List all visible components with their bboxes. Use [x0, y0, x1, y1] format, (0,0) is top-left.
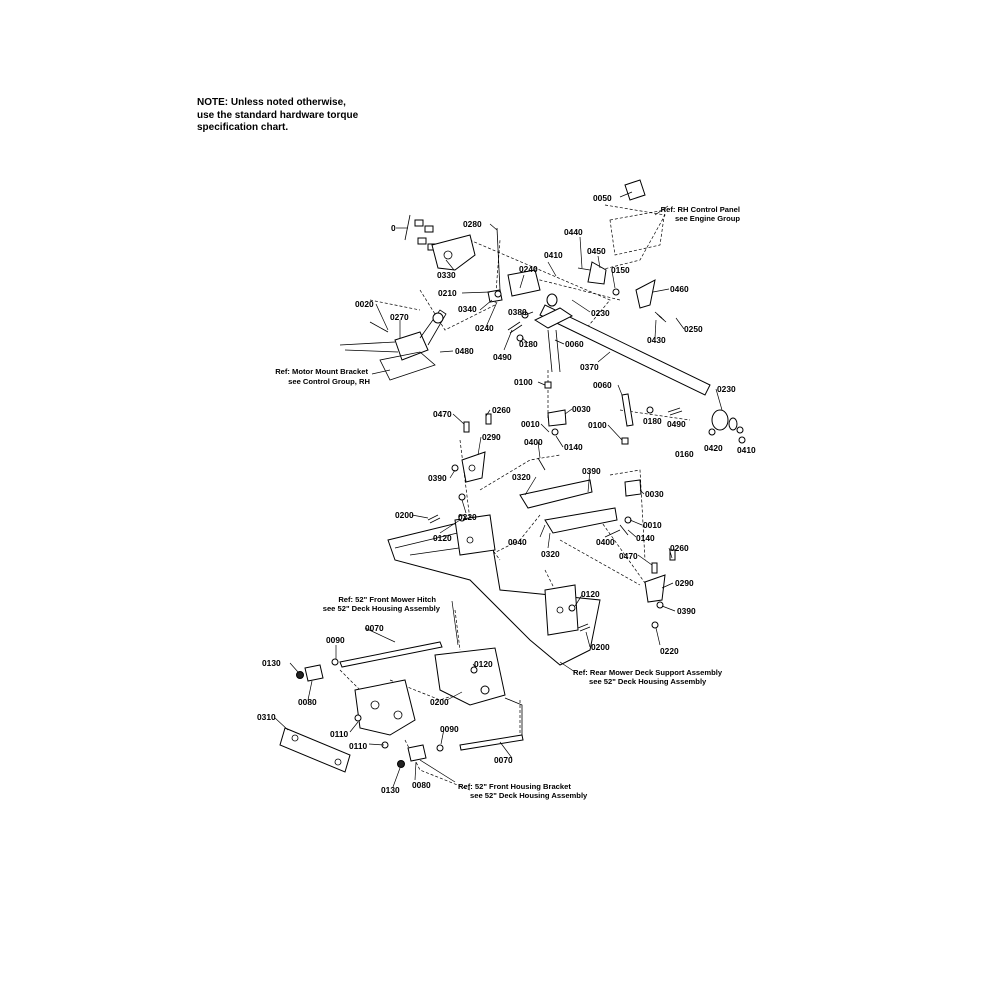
- part-label-0200-lower: 0200: [430, 697, 449, 707]
- lift-actuator-motor: [394, 331, 429, 361]
- part-label-0090-right: 0090: [440, 724, 459, 734]
- part-label-0400-top: 0400: [524, 437, 543, 447]
- part-label-0260-right: 0260: [670, 543, 689, 553]
- lift-link-upper: [519, 479, 593, 509]
- ref-rear-support-line2: see 52" Deck Housing Assembly: [589, 677, 707, 686]
- part-label-0050: 0050: [593, 193, 612, 203]
- part-label-0010-top: 0010: [521, 419, 540, 429]
- part-label-0140-top: 0140: [564, 442, 583, 452]
- part-label-0410-right: 0410: [737, 445, 756, 455]
- part-label-0180-left: 0180: [519, 339, 538, 349]
- part-label-0070-top: 0070: [365, 623, 384, 633]
- lift-link-lower: [544, 507, 618, 534]
- part-label-0230-left: 0230: [591, 308, 610, 318]
- part-label-0420: 0420: [704, 443, 723, 453]
- part-label-0470-right: 0470: [619, 551, 638, 561]
- part-label-0110-upper: 0110: [330, 729, 349, 739]
- part-label-0470-left: 0470: [433, 409, 452, 419]
- ref-front-bracket-line1: Ref: 52" Front Housing Bracket: [458, 782, 571, 791]
- part-label-0120-lower: 0120: [474, 659, 493, 669]
- part-label-0380: 0380: [508, 307, 527, 317]
- torque-note: NOTE: Unless noted otherwise, use the st…: [197, 97, 358, 135]
- part-label-0390-right: 0390: [677, 606, 696, 616]
- part-label-0120-mid: 0120: [581, 589, 600, 599]
- ref-motor-mount-line2: see Control Group, RH: [288, 377, 370, 386]
- cross-shaft: [539, 304, 711, 396]
- leader-lines: [274, 191, 723, 788]
- part-label-0250: 0250: [684, 324, 703, 334]
- ref-rh-control-panel-line2: see Engine Group: [675, 214, 740, 223]
- part-label-0060-left: 0060: [565, 339, 584, 349]
- part-label-0450: 0450: [587, 246, 606, 256]
- part-labels: 0050 0 0280 0440 0410 0450 0240 0150 033…: [257, 193, 756, 795]
- part-label-0430: 0430: [647, 335, 666, 345]
- part-label-0200-left: 0200: [395, 510, 414, 520]
- part-label-0180-right: 0180: [643, 416, 662, 426]
- part-label-0310: 0310: [257, 712, 276, 722]
- note-line-1: NOTE: Unless noted otherwise,: [197, 97, 346, 108]
- part-label-0200-mid: 0200: [591, 642, 610, 652]
- part-label-0260-left: 0260: [492, 405, 511, 415]
- part-label-0140-right: 0140: [636, 533, 655, 543]
- part-label-0480: 0480: [455, 346, 474, 356]
- ref-rh-control-panel-line1: Ref: RH Control Panel: [661, 205, 740, 214]
- part-label-0030-top: 0030: [572, 404, 591, 414]
- ref-front-hitch-line1: Ref: 52" Front Mower Hitch: [338, 595, 436, 604]
- part-label-0460: 0460: [670, 284, 689, 294]
- part-label-0270: 0270: [390, 312, 409, 322]
- part-label-0100-top: 0100: [514, 377, 533, 387]
- part-label-0340: 0340: [458, 304, 477, 314]
- part-label-0070-bottom: 0070: [494, 755, 513, 765]
- part-label-0230-right: 0230: [717, 384, 736, 394]
- part-label-0440: 0440: [564, 227, 583, 237]
- part-label-0120-upper: 0120: [433, 533, 452, 543]
- part-label-0160: 0160: [675, 449, 694, 459]
- note-line-3: specification chart.: [197, 122, 289, 133]
- part-label-0210: 0210: [438, 288, 457, 298]
- part-label-0220-left: 0220: [458, 512, 477, 522]
- part-label-0280: 0280: [463, 219, 482, 229]
- front-housing-bracket: [354, 679, 416, 736]
- part-label-0290-left: 0290: [482, 432, 501, 442]
- part-label-0330: 0330: [437, 270, 456, 280]
- part-label-0390-top: 0390: [582, 466, 601, 476]
- part-label-0490-left: 0490: [493, 352, 512, 362]
- part-label-0110-lower: 0110: [349, 741, 368, 751]
- part-label-0090-left: 0090: [326, 635, 345, 645]
- part-label-0010-right: 0010: [643, 520, 662, 530]
- pedal-cap: [624, 179, 646, 201]
- reference-notes: Ref: RH Control Panel see Engine Group R…: [275, 205, 740, 800]
- part-label-0220-right: 0220: [660, 646, 679, 656]
- part-label-0370: 0370: [580, 362, 599, 372]
- part-label-0040: 0040: [508, 537, 527, 547]
- part-label-0030-right: 0030: [645, 489, 664, 499]
- part-label-0490-right: 0490: [667, 419, 686, 429]
- part-label-0240-top: 0240: [519, 264, 538, 274]
- mount-bracket: [431, 234, 476, 271]
- part-label-0150: 0150: [611, 265, 630, 275]
- ref-front-hitch-line2: see 52" Deck Housing Assembly: [323, 604, 441, 613]
- part-label-0240-mid: 0240: [475, 323, 494, 333]
- part-label-0390-left: 0390: [428, 473, 447, 483]
- part-label-0060-right: 0060: [593, 380, 612, 390]
- part-label-0020: 0020: [355, 299, 374, 309]
- part-label-0080-bottom: 0080: [412, 780, 431, 790]
- part-label-0320-top: 0320: [512, 472, 531, 482]
- part-label-0290-right: 0290: [675, 578, 694, 588]
- ref-rear-support-line1: Ref: Rear Mower Deck Support Assembly: [573, 668, 723, 677]
- part-label-0080-left: 0080: [298, 697, 317, 707]
- bolt-set-top: [404, 214, 437, 251]
- part-label-0410-top: 0410: [544, 250, 563, 260]
- ref-front-bracket-line2: see 52" Deck Housing Assembly: [470, 791, 588, 800]
- part-label-0: 0: [391, 223, 396, 233]
- part-label-0130-bottom: 0130: [381, 785, 400, 795]
- parts-art: [279, 179, 746, 773]
- part-label-0130-left: 0130: [262, 658, 281, 668]
- ref-motor-mount-line1: Ref: Motor Mount Bracket: [275, 367, 368, 376]
- note-line-2: use the standard hardware torque: [197, 109, 359, 121]
- part-label-0100-right: 0100: [588, 420, 607, 430]
- part-label-0400-right: 0400: [596, 537, 615, 547]
- part-label-0320-bottom: 0320: [541, 549, 560, 559]
